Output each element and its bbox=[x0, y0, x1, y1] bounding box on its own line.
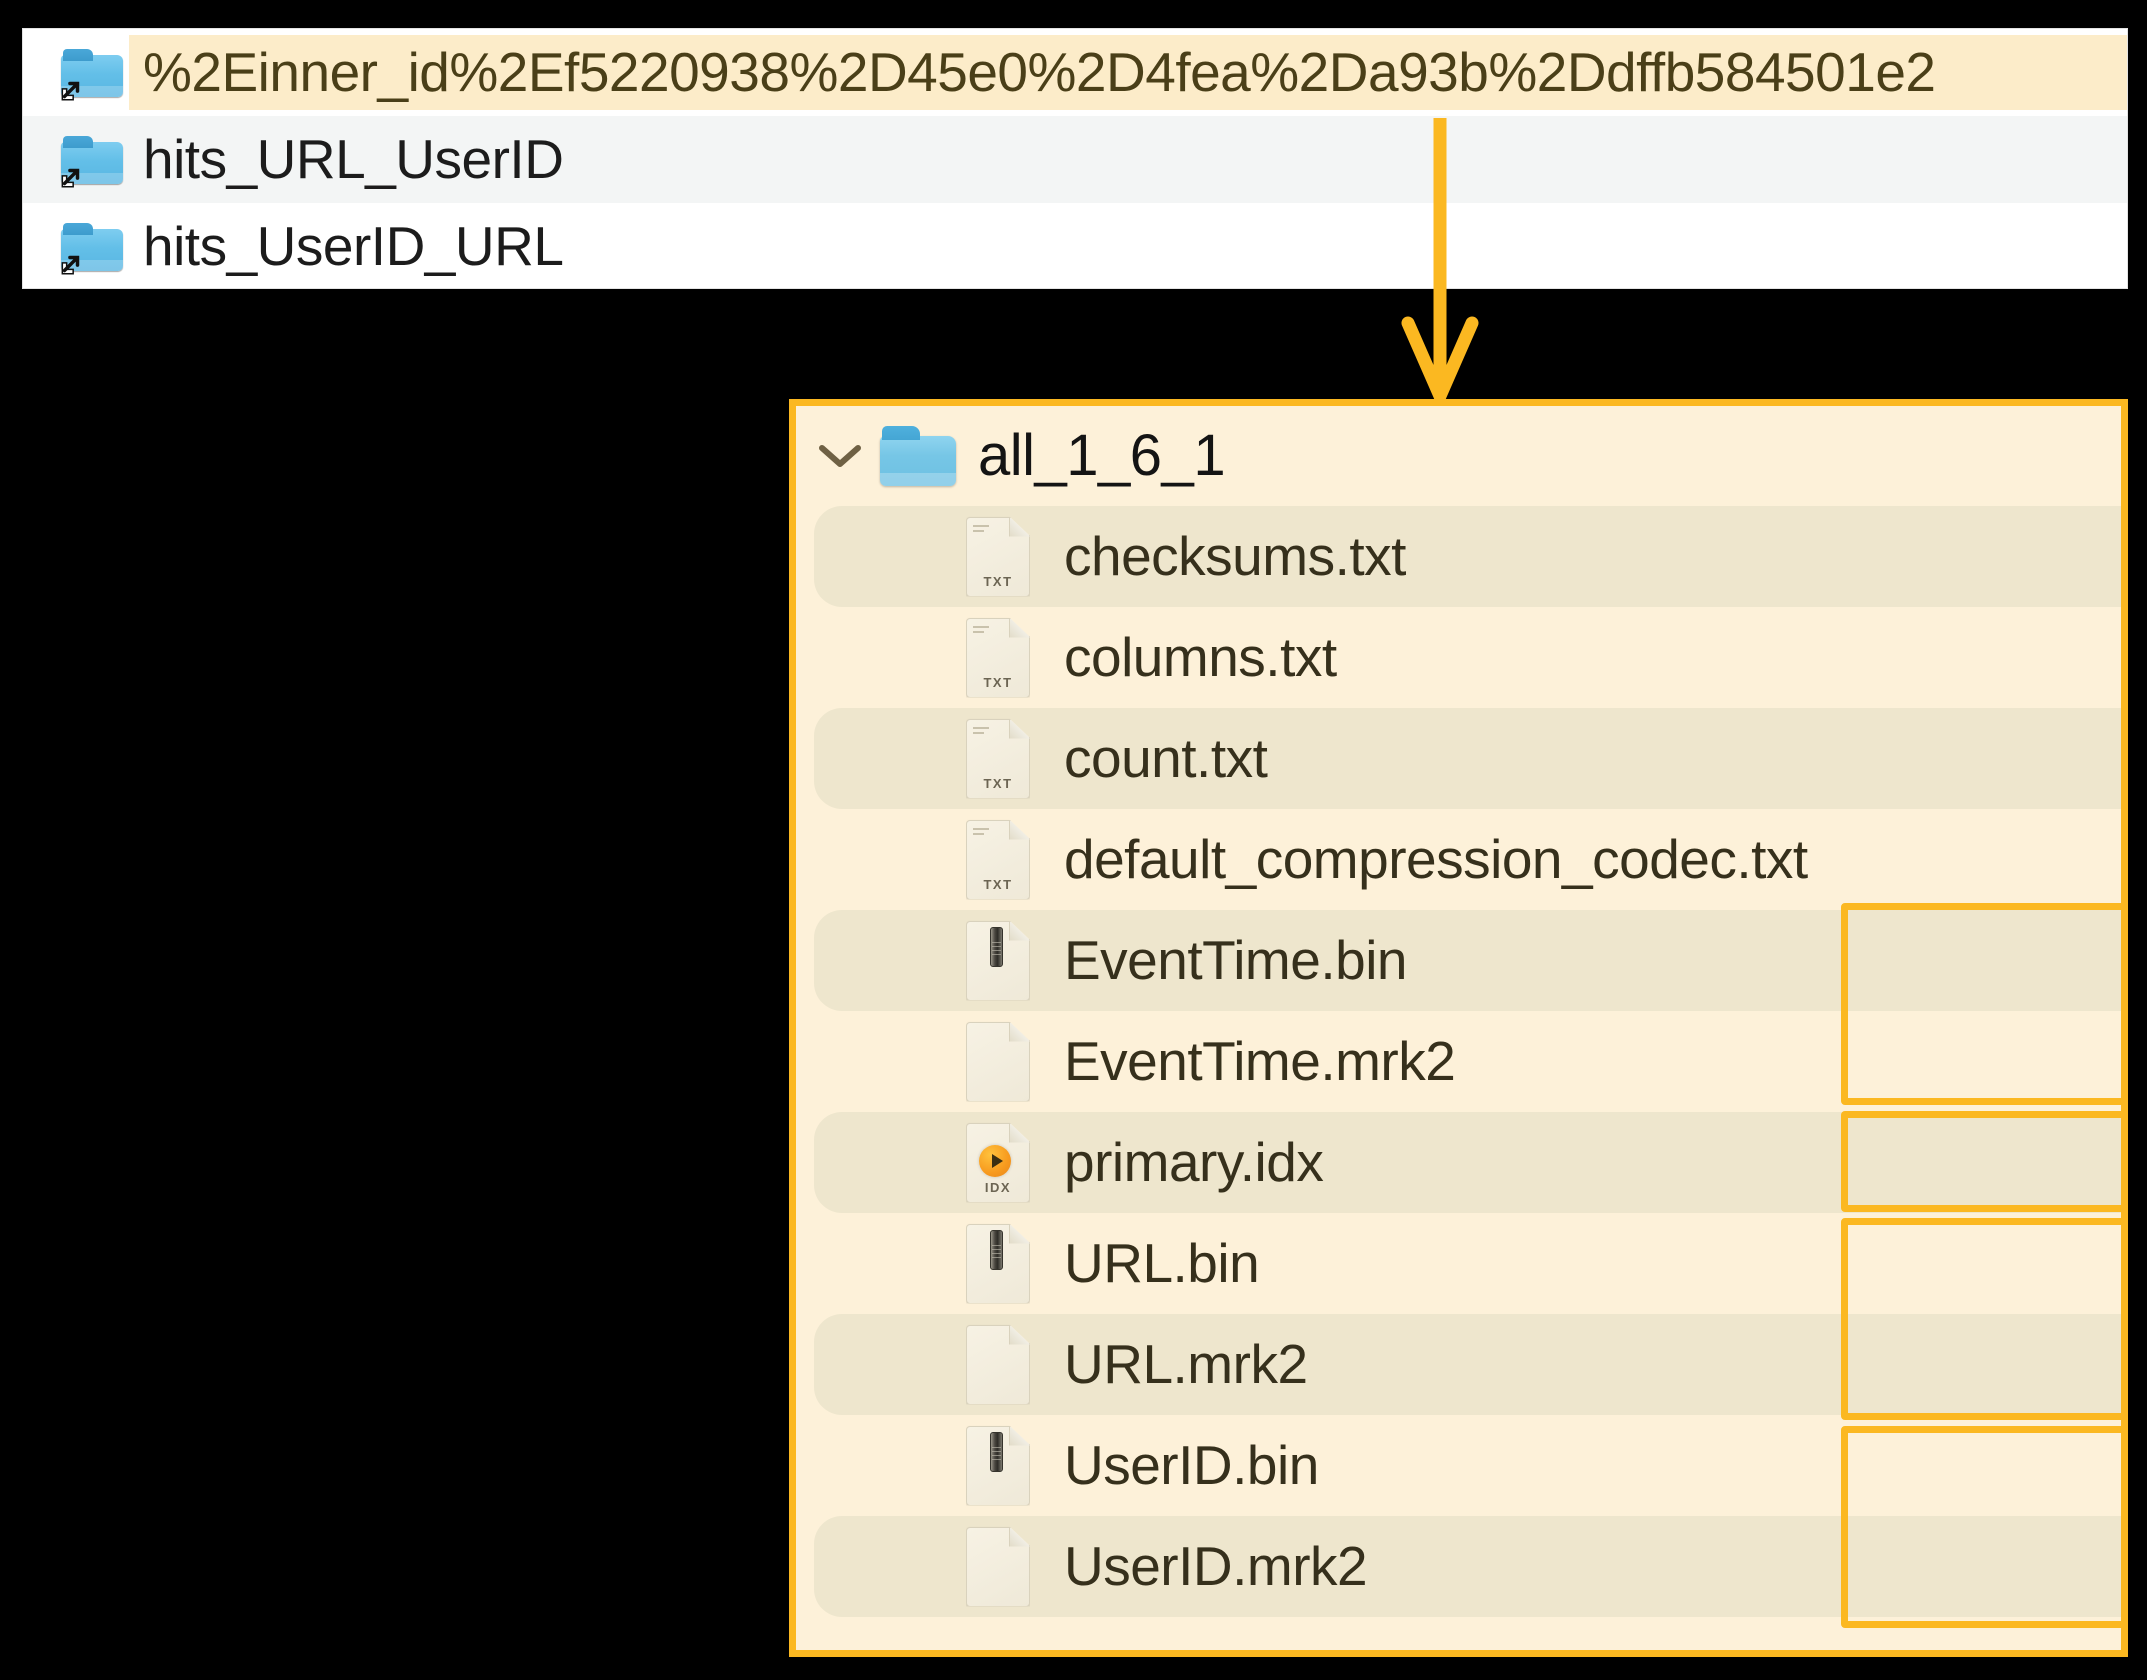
tree-list: all_1_6_1 TXT checksums.txt TXT columns.… bbox=[796, 406, 2121, 1650]
chevron-down-icon[interactable] bbox=[814, 442, 866, 470]
symlink-name: hits_URL_UserID bbox=[143, 128, 564, 190]
file-kind-label: TXT bbox=[983, 573, 1013, 589]
bin-file-icon bbox=[966, 1223, 1030, 1304]
folder-icon bbox=[880, 426, 956, 486]
symlink-list-panel: %2Einner_id%2Ef5220938%2D45e0%2D4fea%2Da… bbox=[22, 28, 2128, 289]
part-contents-panel: all_1_6_1 TXT checksums.txt TXT columns.… bbox=[789, 399, 2128, 1657]
tree-file-row[interactable]: UserID.mrk2 bbox=[796, 1516, 2121, 1617]
file-kind-label: IDX bbox=[984, 1179, 1012, 1195]
bin-file-icon bbox=[966, 1425, 1030, 1506]
list-item[interactable]: hits_URL_UserID bbox=[23, 116, 2127, 203]
tree-file-row[interactable]: URL.mrk2 bbox=[796, 1314, 2121, 1415]
bin-file-icon bbox=[966, 920, 1030, 1001]
list-item[interactable]: %2Einner_id%2Ef5220938%2D45e0%2D4fea%2Da… bbox=[23, 29, 2127, 116]
txt-file-icon: TXT bbox=[966, 819, 1030, 900]
tree-file-row[interactable]: TXT checksums.txt bbox=[796, 506, 2121, 607]
file-label: default_compression_codec.txt bbox=[1064, 828, 1808, 890]
tree-file-row[interactable]: TXT columns.txt bbox=[796, 607, 2121, 708]
row-highlight bbox=[129, 35, 2127, 110]
list-item[interactable]: hits_UserID_URL bbox=[23, 203, 2127, 288]
folder-label: all_1_6_1 bbox=[978, 423, 1226, 488]
txt-file-icon: TXT bbox=[966, 718, 1030, 799]
tree-file-row[interactable]: EventTime.bin bbox=[796, 910, 2121, 1011]
folder-symlink-icon bbox=[61, 221, 123, 275]
tree-file-row[interactable]: IDX primary.idx bbox=[796, 1112, 2121, 1213]
file-label: EventTime.bin bbox=[1064, 929, 1408, 991]
txt-file-icon: TXT bbox=[966, 617, 1030, 698]
tree-file-row[interactable]: TXT default_compression_codec.txt bbox=[796, 809, 2121, 910]
symlink-arrow-icon bbox=[61, 81, 80, 101]
blank-file-icon bbox=[966, 1021, 1030, 1102]
file-label: primary.idx bbox=[1064, 1131, 1324, 1193]
folder-symlink-icon bbox=[61, 134, 123, 188]
symlink-arrow-icon bbox=[61, 168, 80, 188]
file-label: UserID.bin bbox=[1064, 1434, 1319, 1496]
file-label: UserID.mrk2 bbox=[1064, 1535, 1368, 1597]
tree-file-row[interactable]: TXT count.txt bbox=[796, 708, 2121, 809]
file-label: URL.bin bbox=[1064, 1232, 1260, 1294]
file-kind-label: TXT bbox=[983, 674, 1013, 690]
file-label: URL.mrk2 bbox=[1064, 1333, 1308, 1395]
txt-file-icon: TXT bbox=[966, 516, 1030, 597]
folder-symlink-icon bbox=[61, 47, 123, 101]
blank-file-icon bbox=[966, 1324, 1030, 1405]
tree-file-row[interactable]: EventTime.mrk2 bbox=[796, 1011, 2121, 1112]
file-label: count.txt bbox=[1064, 727, 1268, 789]
tree-folder-row[interactable]: all_1_6_1 bbox=[796, 406, 2121, 506]
symlink-name: hits_UserID_URL bbox=[143, 215, 564, 277]
symlink-arrow-icon bbox=[61, 255, 80, 275]
file-label: EventTime.mrk2 bbox=[1064, 1030, 1456, 1092]
tree-file-row[interactable]: URL.bin bbox=[796, 1213, 2121, 1314]
idx-file-icon: IDX bbox=[966, 1122, 1030, 1203]
tree-file-row[interactable]: UserID.bin bbox=[796, 1415, 2121, 1516]
down-arrow-icon bbox=[1401, 118, 1479, 413]
file-kind-label: TXT bbox=[983, 876, 1013, 892]
symlink-name: %2Einner_id%2Ef5220938%2D45e0%2D4fea%2Da… bbox=[143, 41, 1936, 103]
file-kind-label: TXT bbox=[983, 775, 1013, 791]
file-label: columns.txt bbox=[1064, 626, 1337, 688]
blank-file-icon bbox=[966, 1526, 1030, 1607]
file-label: checksums.txt bbox=[1064, 525, 1406, 587]
